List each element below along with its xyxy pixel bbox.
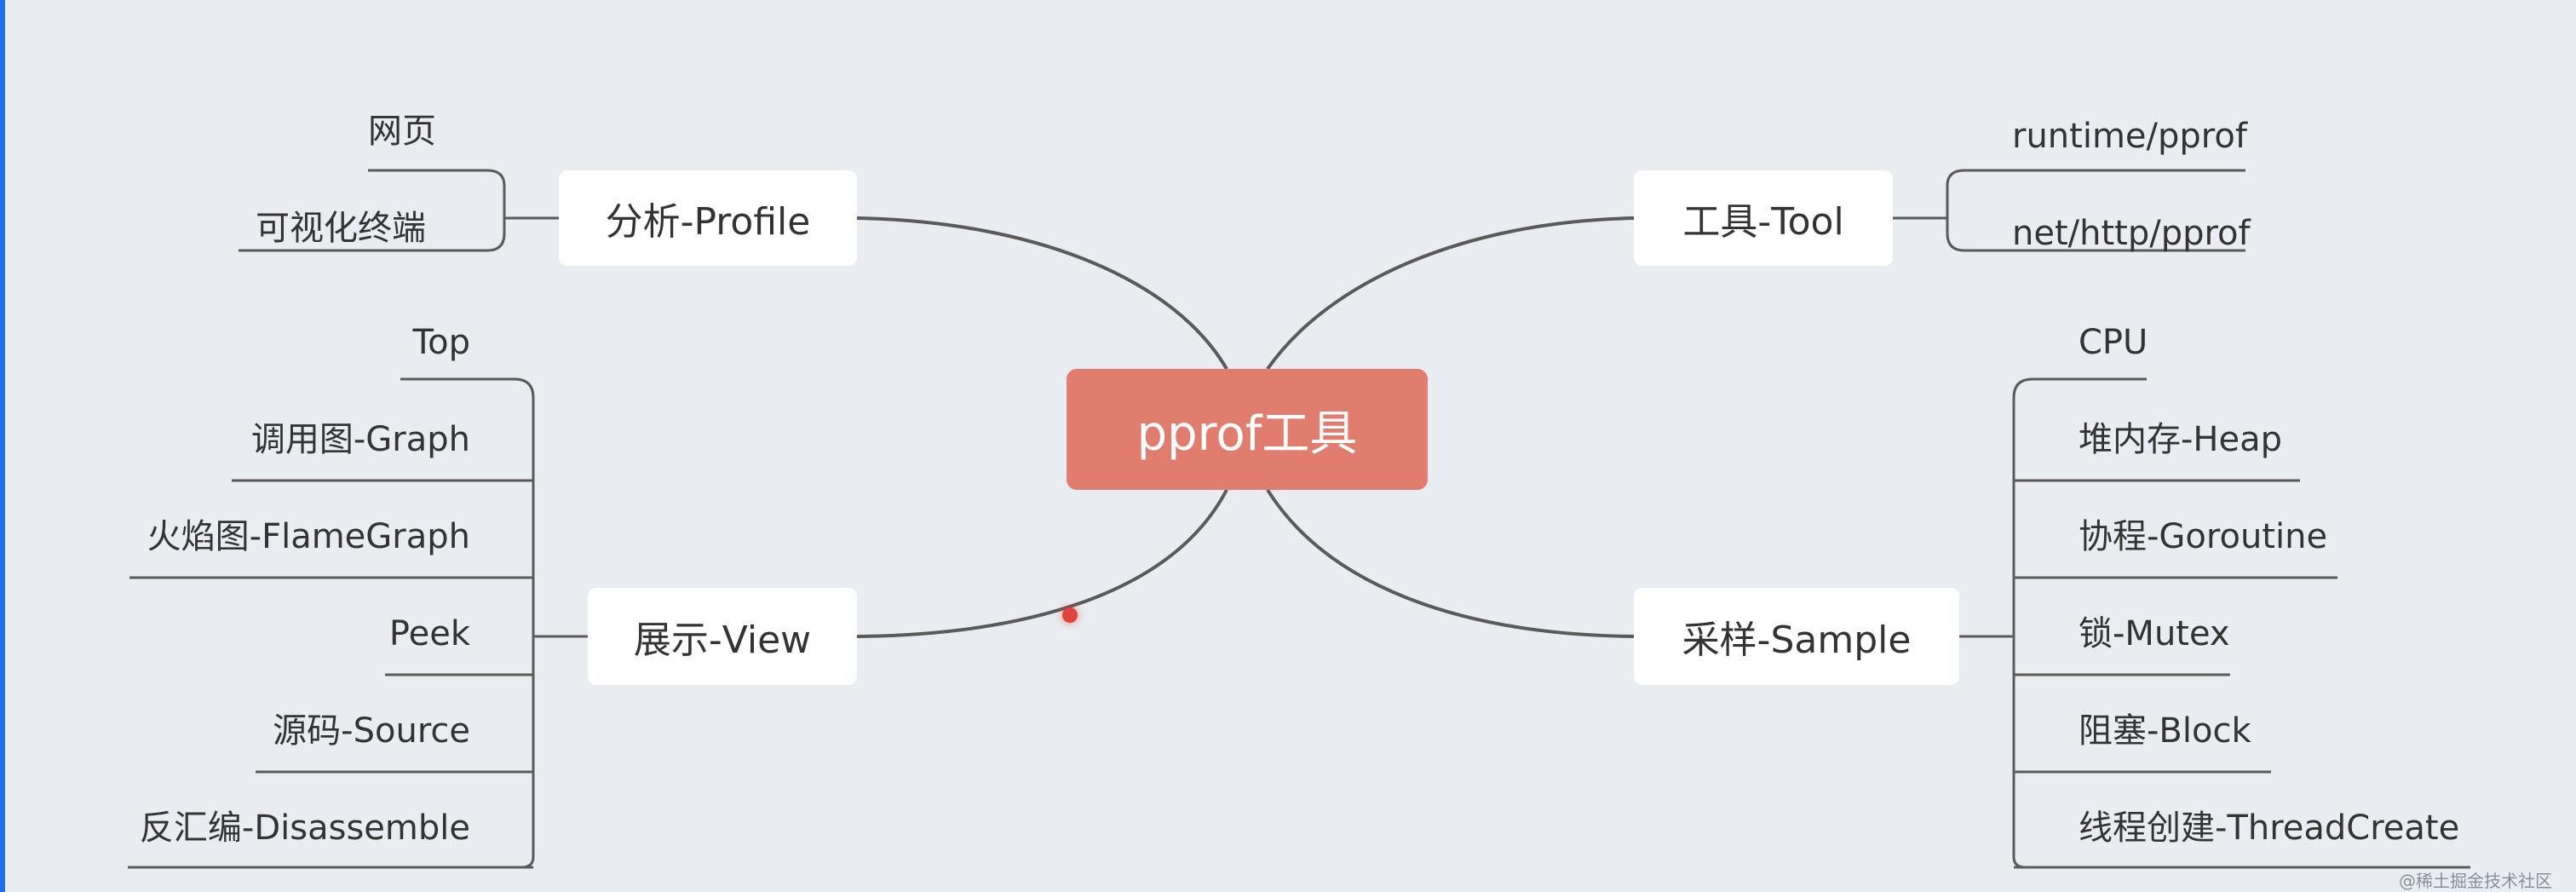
leaf-profile-terminal: 可视化终端: [256, 209, 426, 248]
link-center-view: [855, 489, 1228, 638]
leaf-view-peek: Peek: [388, 614, 470, 653]
branch-view[interactable]: 展示-View: [588, 588, 857, 685]
cursor-pointer-dot: [1062, 607, 1078, 623]
leaf-view-flamegraph: 火焰图-FlameGraph: [147, 517, 470, 556]
leaf-sample-threadcreate: 线程创建-ThreadCreate: [2079, 809, 2460, 848]
link-center-tool: [1266, 216, 1635, 371]
leaf-tool-runtime-pprof: runtime/pprof: [2012, 117, 2247, 156]
bracket-tool: [1893, 169, 2245, 252]
bracket-profile: [239, 169, 559, 252]
watermark-text: @稀土掘金技术社区: [2399, 871, 2552, 891]
branch-profile[interactable]: 分析-Profile: [559, 170, 857, 266]
leaf-sample-heap: 堆内存-Heap: [2079, 420, 2283, 459]
link-center-sample: [1266, 488, 1635, 638]
leaf-profile-webpage: 网页: [368, 112, 436, 151]
center-node[interactable]: pprof工具: [1067, 369, 1428, 490]
bracket-sample: [1959, 377, 2470, 869]
leaf-view-graph: 调用图-Graph: [250, 420, 470, 459]
leaf-sample-block: 阻塞-Block: [2079, 711, 2251, 751]
leaf-sample-mutex: 锁-Mutex: [2079, 614, 2230, 653]
leaf-tool-net-http-pprof: net/http/pprof: [2012, 214, 2251, 253]
branch-tool[interactable]: 工具-Tool: [1634, 170, 1893, 266]
bracket-view: [128, 377, 588, 869]
leaf-view-disassemble: 反汇编-Disassemble: [139, 809, 470, 848]
leaf-view-source: 源码-Source: [273, 711, 470, 751]
link-center-profile: [855, 216, 1228, 371]
leaf-sample-cpu: CPU: [2079, 323, 2148, 362]
leaf-view-top: Top: [412, 323, 471, 362]
branch-sample[interactable]: 采样-Sample: [1634, 588, 1959, 685]
window-edge-bar: [0, 0, 5, 892]
leaf-sample-goroutine: 协程-Goroutine: [2079, 517, 2328, 556]
